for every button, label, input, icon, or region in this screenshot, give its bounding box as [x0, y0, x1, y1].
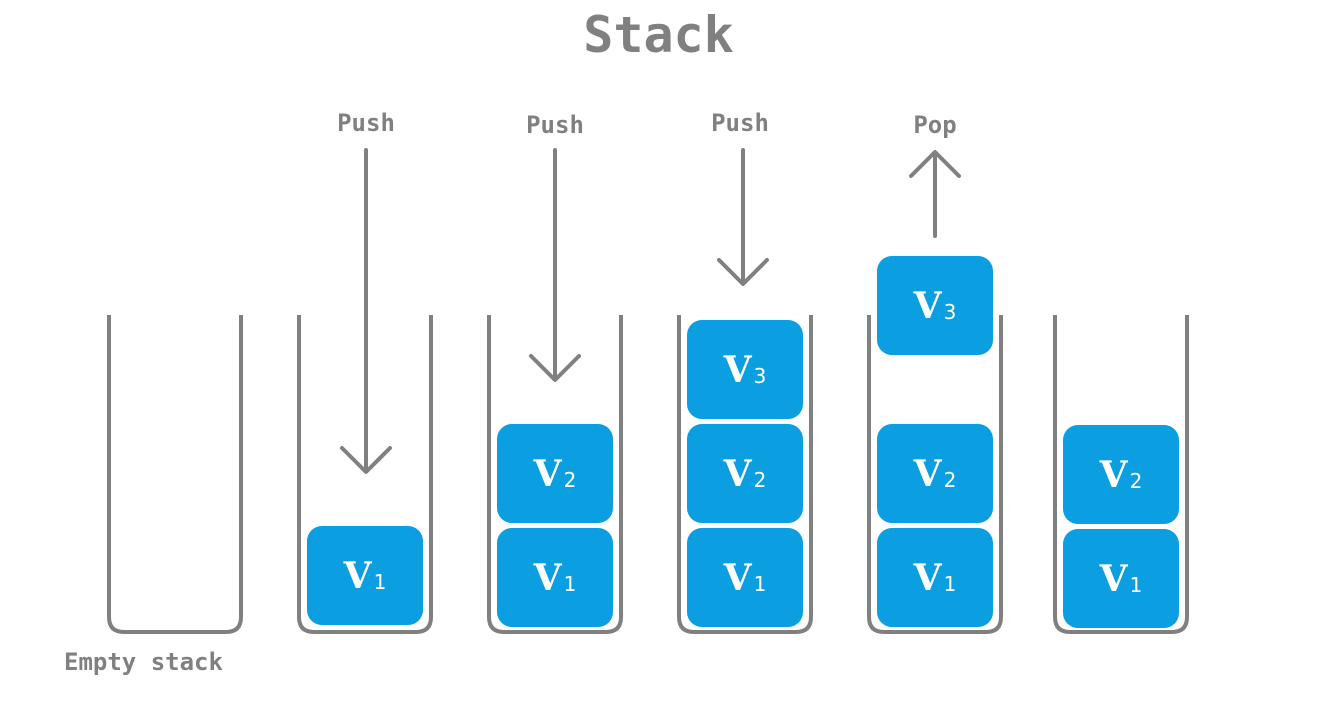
push-arrow-1	[340, 148, 392, 474]
pop-arrow	[909, 150, 961, 238]
empty-stack-caption: Empty stack	[64, 648, 223, 676]
stack-container-2	[297, 315, 433, 634]
push-label-1: Push	[337, 109, 395, 137]
diagram-title: Stack	[583, 6, 734, 64]
push-arrow-2	[529, 148, 581, 382]
push-label-2: Push	[526, 111, 584, 139]
pop-label: Pop	[913, 111, 957, 139]
stack-container-6	[1053, 315, 1189, 634]
stack-container-5	[867, 315, 1003, 634]
stack-container-1	[107, 315, 243, 634]
stack-container-4	[677, 315, 813, 634]
push-label-3: Push	[711, 109, 769, 137]
stack-container-3	[487, 315, 623, 634]
push-arrow-3	[717, 148, 769, 286]
